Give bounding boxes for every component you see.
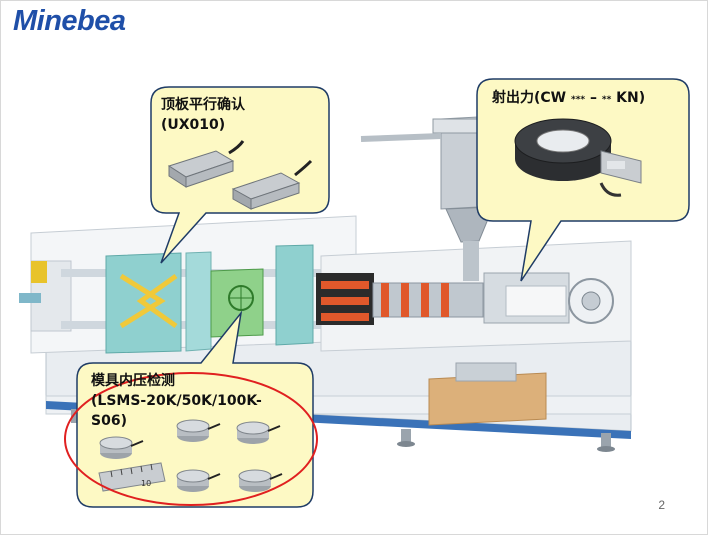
callout-top-left-text: 顶板平行确认 (UX010) (161, 95, 245, 135)
callout-top-left (150, 86, 330, 264)
callout-bottom-left-line3: S06) (91, 413, 127, 429)
callout-top-right-stars2: ** (601, 95, 612, 105)
callout-top-right-suffix: KN) (611, 90, 646, 106)
lsms-sensors-image: 10 (98, 419, 283, 492)
callout-top-left-line2: (UX010) (161, 117, 226, 133)
ruler-mark-label: 10 (141, 479, 151, 488)
cw-load-cell-image (514, 118, 642, 197)
callout-bottom-left (76, 310, 314, 508)
highlight-ellipse (64, 372, 318, 506)
callout-top-right-stars1: *** (571, 95, 586, 105)
callout-top-right-prefix: 射出力(CW (492, 90, 571, 106)
brand-logo: Minebea (13, 5, 126, 37)
callout-bottom-left-line1: 模具内压检测 (91, 373, 175, 389)
callout-top-right-text: 射出力(CW *** – ** KN) (492, 88, 645, 110)
page-number: 2 (658, 498, 665, 512)
callout-top-left-line1: 顶板平行确认 (161, 97, 245, 113)
callout-bottom-left-text: 模具内压检测 (LSMS-20K/50K/100K- S06) (91, 371, 262, 431)
injection-machine (19, 115, 632, 452)
ux010-sensors-image (167, 140, 313, 210)
callout-bottom-left-line2: (LSMS-20K/50K/100K- (91, 393, 262, 409)
callout-top-right-mid: – (585, 90, 602, 106)
